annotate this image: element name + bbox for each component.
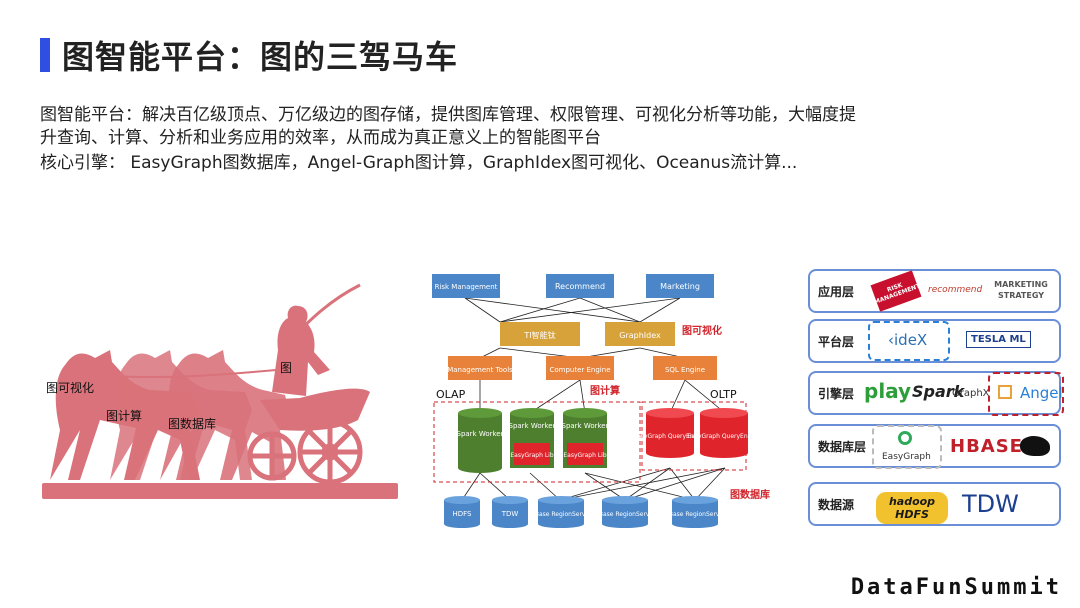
spark-worker-3 [563,408,607,468]
ti-box [500,322,580,346]
storage-hdfs-label: HDFS [452,510,472,518]
app-recommend-box [546,274,614,298]
easygraph-lib-1-label: EasyGraph Lib [510,452,553,459]
viz-annotation: 图可视化 [682,324,722,337]
angel-logo-frame [988,372,1064,416]
graphx-logo: GraphX [952,388,990,399]
spark-worker-1-label: Spark Worker [457,430,504,438]
layer-source-label: 数据源 [818,498,855,512]
layer-database-label: 数据库层 [818,440,867,454]
layer-engine-label: 引擎层 [818,387,855,401]
storage-tdw-label: TDW [501,510,519,518]
app-risk-box [432,274,500,298]
olap-label: OLAP [436,388,466,401]
spark-worker-3-label: Spark Worker [562,422,609,430]
idex-logo-frame [868,321,950,361]
chariot-label-db: 图数据库 [168,416,216,431]
hbase-logo: HBASE [950,436,1023,457]
ti-label: TI智能钛 [523,330,555,340]
easygraph-icon [898,431,912,445]
app-recommend-label: Recommend [555,282,605,291]
layer-application: 应用层 RISK MANAGEMENT recommend MARKETING … [808,269,1061,313]
angel-logo: Angel [1020,384,1063,402]
architecture-diagram: Risk Management Recommend Marketing TI智能… [432,274,770,528]
oltp-label: OLTP [710,388,737,401]
chariot-illustration: 图 图可视化 图计算 图数据库 [42,283,398,499]
description-line-2: 升查询、计算、分析和业务应用的效率，从而成为真正意义上的智能图平台 [40,128,601,148]
easygraph-logo-frame [872,425,942,469]
recommend-logo: recommend [928,285,983,295]
query-engine-2-label: EasyGraph QueryEngine [687,433,761,440]
page-title: 图智能平台：图的三驾马车 [62,38,459,76]
idex-logo: ‹ideX [888,331,928,349]
compute-annotation: 图计算 [590,384,620,397]
olap-dashed-region [433,401,641,483]
spark-worker-1 [458,408,502,473]
description-line-1: 图智能平台：解决百亿级顶点、万亿级边的图存储，提供图库管理、权限管理、可视化分析… [40,105,856,125]
query-engine-1-label: EasyGraph QueryEngine [633,433,707,440]
marketing-strategy-logo: MARKETING STRATEGY [994,280,1048,300]
tesla-ml-logo: TESLA ML [966,331,1031,348]
angel-icon [998,385,1012,399]
chariot-label-rider: 图 [280,361,292,375]
graphidex-box [605,322,675,346]
storage-hbase-1-label: HBase RegionServer [530,511,592,518]
tdw-logo: TDW [962,490,1019,518]
computer-engine-box [546,356,614,380]
easygraph-logo: EasyGraph [882,452,931,462]
spark-worker-2-label: Spark Worker [509,422,556,430]
play-logo: play [864,379,912,403]
computer-engine-label: Computer Engine [549,366,610,374]
mgmt-tools-box [448,356,512,380]
oltp-dashed-region [641,401,747,471]
mgmt-tools-label: Management Tools [447,366,513,374]
app-marketing-label: Marketing [660,282,700,291]
layer-source: 数据源 hadoop HDFS TDW [808,482,1061,526]
chariot-label-compute: 图计算 [106,408,142,423]
app-risk-label: Risk Management [435,283,498,291]
hbase-orca-icon [1020,436,1050,456]
title-accent-bar [40,38,50,72]
graphidex-label: GraphIdex [619,331,661,340]
spark-logo: Spark [912,382,965,401]
chariot-label-viz: 图可视化 [46,380,94,395]
spark-worker-2 [510,408,554,468]
description-line-3: 核心引擎： EasyGraph图数据库，Angel-Graph图计算，Graph… [40,153,798,173]
query-engine-2 [700,408,748,458]
footer-brand: DataFunSummit [850,575,1062,600]
query-engine-1 [646,408,694,458]
sql-engine-label: SQL Engine [665,366,705,374]
db-annotation: 图数据库 [730,488,770,501]
layer-platform: 平台层 ‹ideX TESLA ML [808,319,1061,363]
layer-database: 数据库层 EasyGraph HBASE [808,424,1061,469]
storage-hbase-2-label: HBase RegionServer [594,511,656,518]
layer-application-label: 应用层 [818,285,855,299]
hadoop-logo: hadoop HDFS [876,492,948,524]
risk-management-logo: RISK MANAGEMENT [870,270,922,312]
app-marketing-box [646,274,714,298]
storage-hbase-3-label: HBase RegionServer [664,511,726,518]
layer-engine: 引擎层 play Spark GraphX Angel [808,371,1064,416]
sql-engine-box [653,356,717,380]
layer-platform-label: 平台层 [818,335,855,349]
easygraph-lib-2-label: EasyGraph Lib [563,452,606,459]
